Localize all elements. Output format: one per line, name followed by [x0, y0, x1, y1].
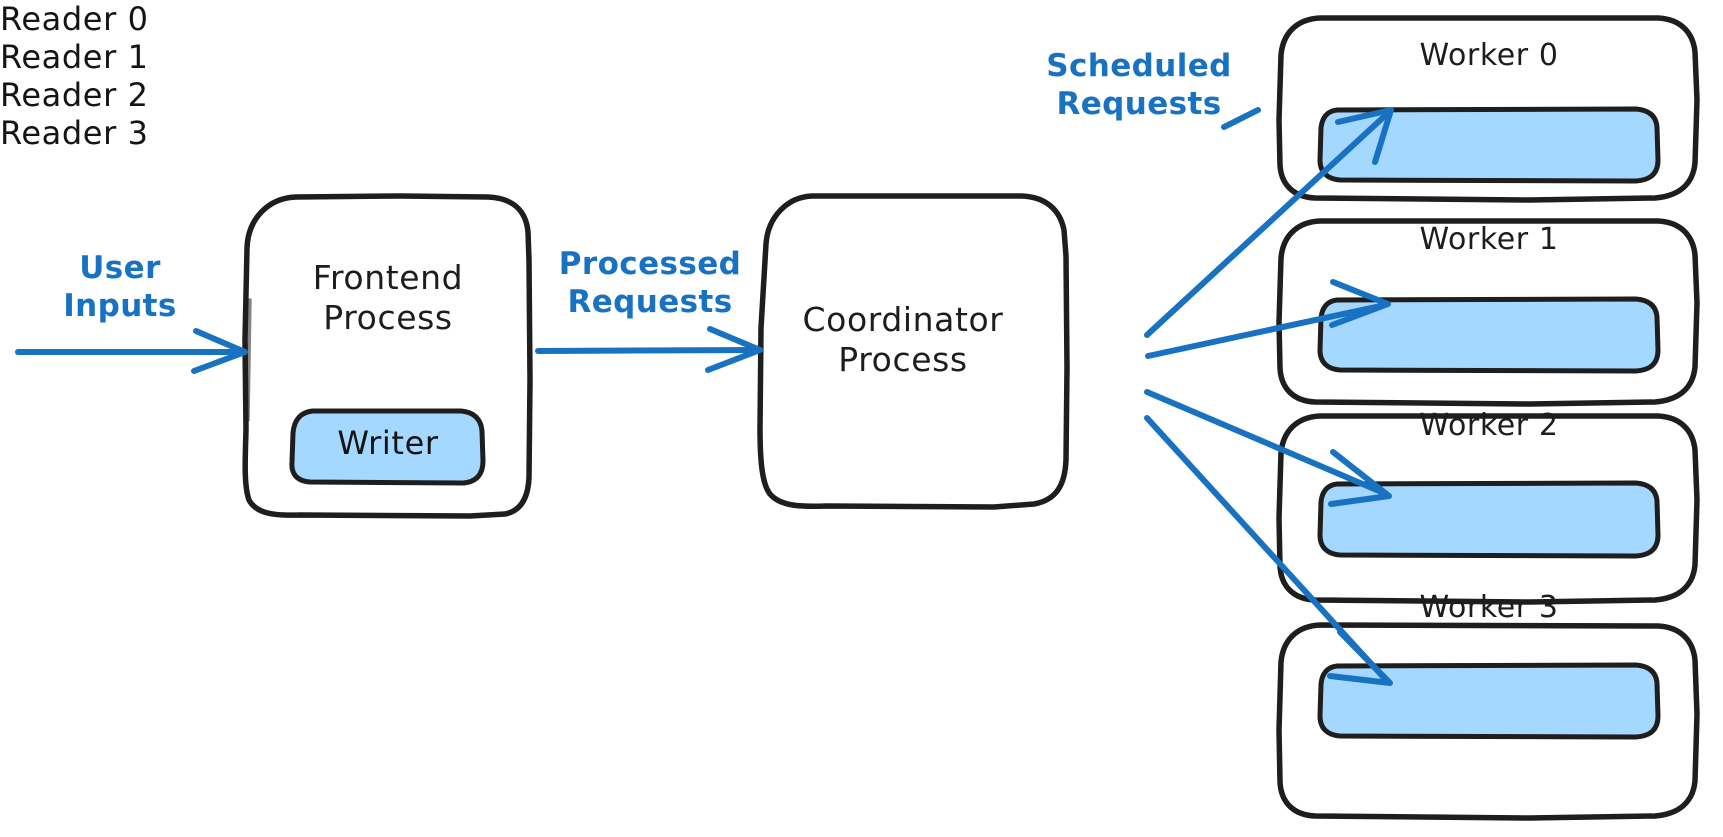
- reader-3-label: Reader 3: [0, 114, 149, 152]
- arrow-to-worker-1: [1145, 279, 1391, 359]
- worker-3-box[interactable]: [1276, 622, 1700, 821]
- coordinator-process-box[interactable]: [757, 193, 1070, 510]
- reader-0-label: Reader 0: [0, 0, 149, 38]
- arrow-to-worker-0: [1144, 107, 1394, 338]
- arrow-to-worker-3: [1144, 415, 1393, 686]
- scheduled-requests-leader: [1221, 107, 1261, 130]
- arrow-user-inputs: [15, 328, 248, 374]
- worker-2-box[interactable]: [1276, 413, 1700, 605]
- arrow-to-worker-2: [1144, 389, 1392, 507]
- reader-2-label: Reader 2: [0, 76, 149, 114]
- reader-1-label: Reader 1: [0, 38, 149, 76]
- writer-pill-shape[interactable]: [289, 408, 486, 486]
- worker-1-box[interactable]: [1276, 218, 1700, 407]
- arrow-processed-requests: [535, 326, 763, 373]
- worker-0-box[interactable]: [1276, 15, 1700, 203]
